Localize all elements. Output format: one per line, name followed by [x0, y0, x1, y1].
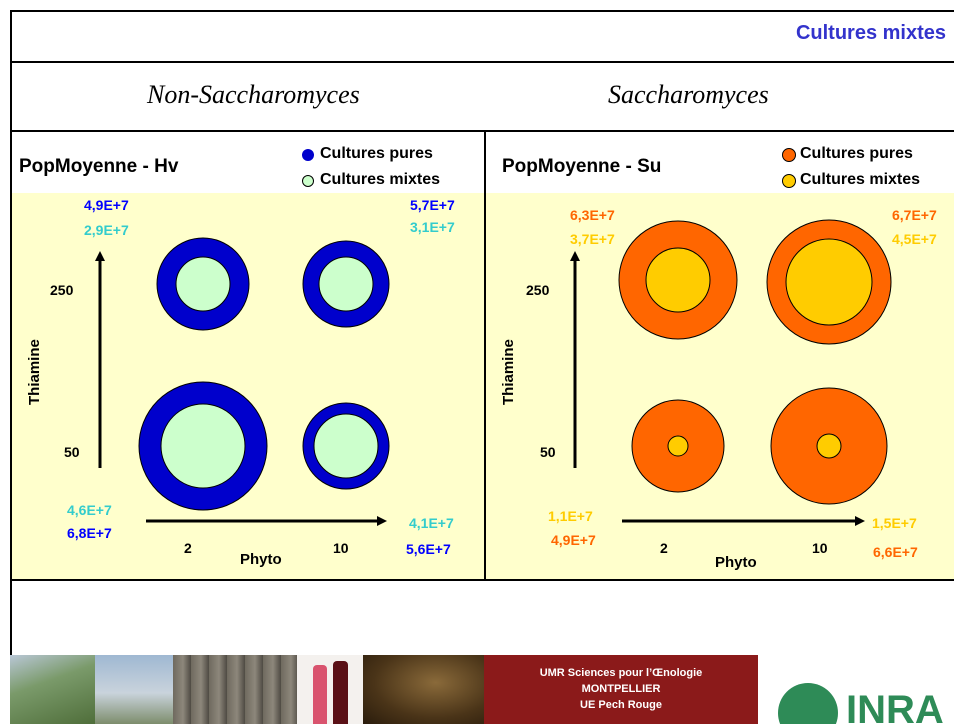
- legend-mixed-label-right: Cultures mixtes: [800, 171, 921, 188]
- circle-mixed-tl-left: [175, 256, 231, 312]
- inra-logo-disc: [778, 683, 838, 724]
- footer-photo-bottles: [297, 655, 363, 724]
- footer-photo-cellar: [363, 655, 484, 724]
- circle-mixed-bl-right: [667, 435, 689, 457]
- legend-pure-marker-left: [302, 149, 314, 161]
- panel-divider: [484, 130, 486, 581]
- x-axis-title-left: Phyto: [240, 551, 282, 568]
- panel-title-right: PopMoyenne - Su: [502, 156, 662, 177]
- value-tl-mixed-left: 2,9E+7: [84, 222, 129, 238]
- value-bl-mixed-right: 1,1E+7: [548, 508, 593, 524]
- y-axis-title-right: Thiamine: [500, 339, 517, 405]
- y-tick-50-right: 50: [540, 444, 556, 460]
- header-divider: [10, 61, 954, 63]
- panel-title-left: PopMoyenne - Hv: [19, 156, 179, 177]
- footer-institution: UMR Sciences pour l’Œnologie MONTPELLIER…: [484, 655, 758, 724]
- value-bl-pure-right: 4,9E+7: [551, 532, 596, 548]
- circle-mixed-br-right: [816, 433, 842, 459]
- column-title-right: Saccharomyces: [608, 80, 769, 109]
- slide-frame: [10, 10, 954, 724]
- plot-background-left: [12, 193, 484, 579]
- inra-logo: INRA: [778, 683, 944, 724]
- value-tl-mixed-right: 3,7E+7: [570, 231, 615, 247]
- panel-area: [10, 130, 954, 581]
- x-tick-2-right: 2: [660, 540, 668, 556]
- value-br-pure-right: 6,6E+7: [873, 544, 918, 560]
- circle-mixed-tr-left: [318, 256, 374, 312]
- circle-mixed-tr-right: [785, 238, 873, 326]
- slide-title: Cultures mixtes: [795, 22, 946, 44]
- legend-pure-label-left: Cultures pures: [320, 145, 433, 162]
- x-tick-10-left: 10: [333, 540, 349, 556]
- circle-mixed-tl-right: [645, 247, 711, 313]
- footer-line2: MONTPELLIER: [581, 683, 661, 695]
- x-tick-2-left: 2: [184, 540, 192, 556]
- legend-mixed-marker-right: [782, 174, 796, 188]
- footer-logo-area: INRA: [758, 655, 954, 724]
- footer-photo-vineyard: [10, 655, 95, 724]
- legend-mixed-marker-left: [302, 175, 314, 187]
- legend-pure-label-right: Cultures pures: [800, 145, 913, 162]
- circle-mixed-bl-left: [160, 403, 246, 489]
- y-tick-250-left: 250: [50, 282, 74, 298]
- column-title-left: Non-Saccharomyces: [147, 80, 360, 109]
- footer-line3: UE Pech Rouge: [580, 699, 662, 711]
- value-br-pure-left: 5,6E+7: [406, 541, 451, 557]
- value-tr-mixed-right: 4,5E+7: [892, 231, 937, 247]
- value-bl-mixed-left: 4,6E+7: [67, 502, 112, 518]
- legend-mixed-label-left: Cultures mixtes: [320, 171, 441, 188]
- value-tl-pure-right: 6,3E+7: [570, 207, 615, 223]
- inra-logo-text: INRA: [846, 688, 944, 724]
- y-axis-title-left: Thiamine: [26, 339, 43, 405]
- legend-pure-marker-right: [782, 148, 796, 162]
- value-bl-pure-left: 6,8E+7: [67, 525, 112, 541]
- y-tick-50-left: 50: [64, 444, 80, 460]
- value-tr-pure-right: 6,7E+7: [892, 207, 937, 223]
- value-br-mixed-right: 1,5E+7: [872, 515, 917, 531]
- x-axis-title-right: Phyto: [715, 554, 757, 571]
- footer: INRA: [10, 655, 954, 724]
- value-tl-pure-left: 4,9E+7: [84, 197, 129, 213]
- footer-line1: UMR Sciences pour l’Œnologie: [539, 667, 703, 679]
- footer-photo-lab: [173, 655, 297, 724]
- value-tr-mixed-left: 3,1E+7: [410, 219, 455, 235]
- value-br-mixed-left: 4,1E+7: [409, 515, 454, 531]
- value-tr-pure-left: 5,7E+7: [410, 197, 455, 213]
- circle-mixed-br-left: [313, 413, 379, 479]
- footer-photo-building: [95, 655, 173, 724]
- y-tick-250-right: 250: [526, 282, 550, 298]
- x-tick-10-right: 10: [812, 540, 828, 556]
